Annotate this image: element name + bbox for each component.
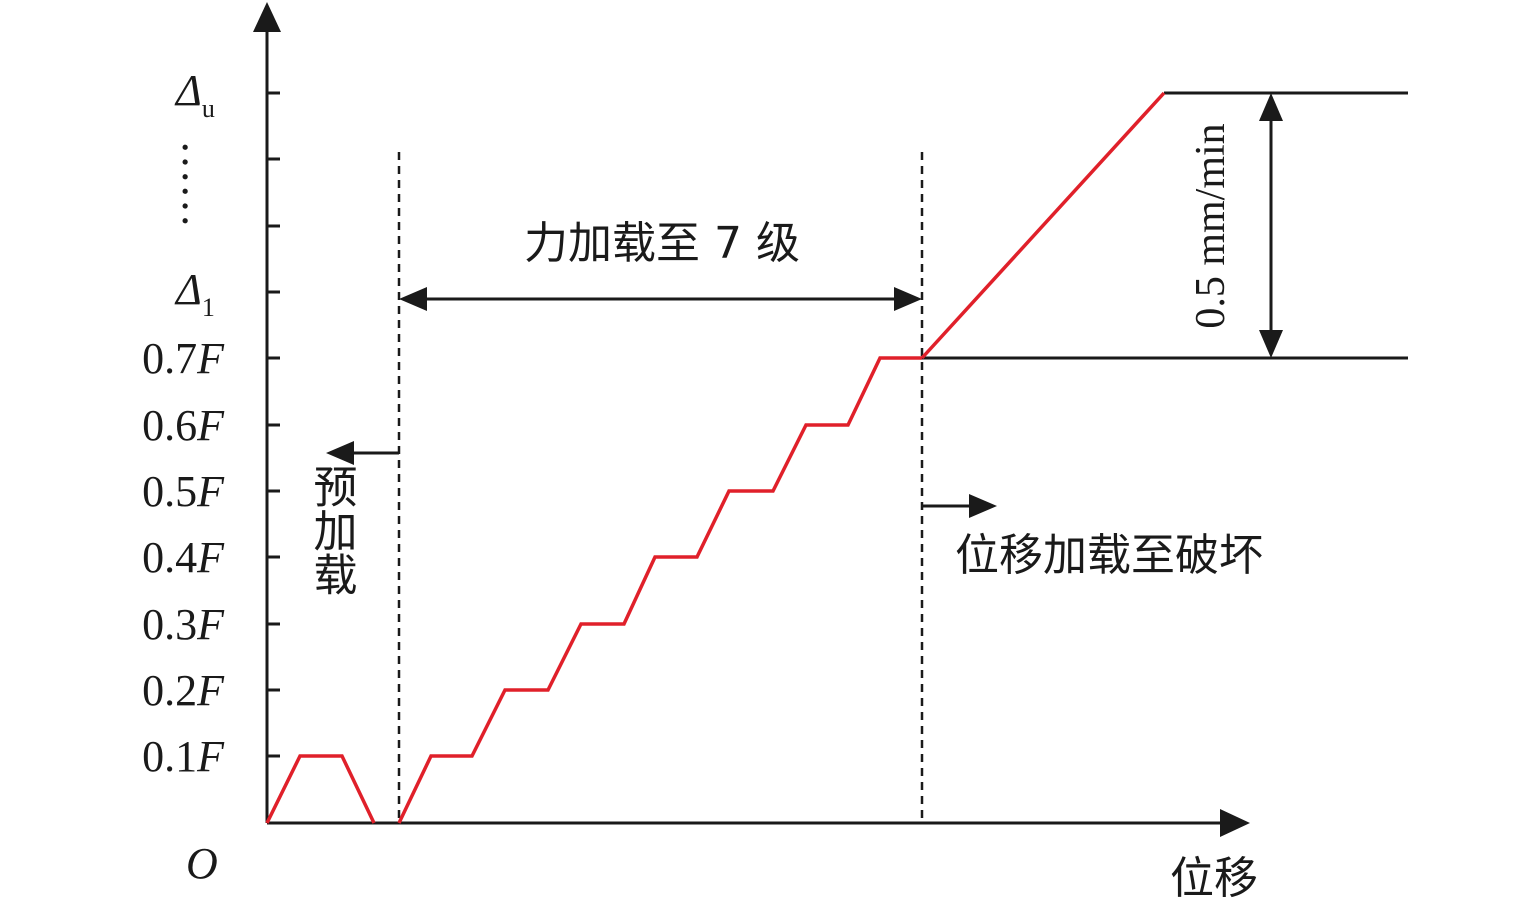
force-stage-arrow-left: [399, 287, 427, 311]
force-stage-arrow: [399, 287, 922, 311]
displacement-stage-label: 位移加载至破坏: [955, 530, 1263, 581]
axes: [253, 2, 1250, 837]
y-tick-labels: 0.1F 0.2F 0.3F 0.4F 0.5F 0.6F 0.7F Δ1 Δu…: [142, 66, 225, 781]
origin-label: O: [186, 839, 218, 888]
rate-arrow-bottom: [1259, 330, 1283, 358]
preload-curve: [265, 754, 376, 824]
rate-label: 0.5 mm/min: [1188, 123, 1234, 328]
y-tick-label: 0.4F: [142, 533, 225, 582]
x-axis-label: 位移: [1170, 853, 1258, 904]
y-tick-label: 0.2F: [142, 666, 225, 715]
displacement-loading-curve: [920, 91, 1166, 360]
y-tick-label: 0.3F: [142, 600, 225, 649]
y-tick-label: 0.1F: [142, 732, 225, 781]
displacement-stage-arrow: [922, 494, 997, 518]
y-tick-label: 0.6F: [142, 401, 225, 450]
force-stage-arrow-right: [894, 287, 922, 311]
rate-arrow-top: [1259, 93, 1283, 121]
preload-arrow: [326, 441, 399, 465]
y-tick-label: 0.7F: [142, 334, 225, 383]
force-stage-label: 力加载至 7 级: [524, 218, 800, 269]
y-axis-arrow: [253, 2, 281, 32]
preload-label: 预加载: [306, 464, 357, 596]
ellipsis-vertical: ……: [173, 140, 222, 228]
y-ticks: [267, 91, 280, 758]
x-axis-arrow: [1220, 809, 1250, 837]
y-tick-label: 0.5F: [142, 467, 225, 516]
delta-1-label: Δ1: [174, 265, 215, 322]
force-loading-curve: [397, 356, 922, 824]
rate-dimension-arrow: [1259, 93, 1283, 358]
delta-u-label: Δu: [174, 66, 215, 123]
